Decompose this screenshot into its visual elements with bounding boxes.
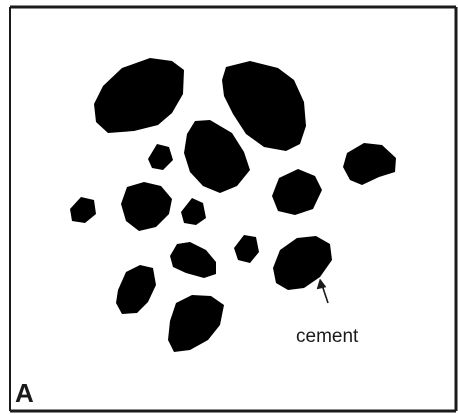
particle-center [184, 120, 250, 193]
particle-elongated-center [170, 242, 216, 278]
panel-label: A [15, 378, 34, 408]
particle-left-mid [121, 182, 172, 231]
cement-label: cement [296, 326, 359, 347]
particle-right [343, 143, 396, 185]
particle-large-top-left [94, 58, 184, 133]
particle-small-far-left [70, 197, 96, 223]
particle-small-center [181, 198, 206, 225]
particle-small-lower-center [234, 235, 259, 263]
particle-lower-right [273, 236, 332, 290]
particle-lower-left [116, 265, 156, 314]
arrow-head [317, 279, 326, 289]
particle-mid-right [272, 169, 322, 215]
particle-small-center-left [148, 144, 173, 170]
cement-particles [70, 58, 396, 352]
annotation-arrow [317, 279, 328, 303]
particle-bottom [168, 295, 224, 352]
